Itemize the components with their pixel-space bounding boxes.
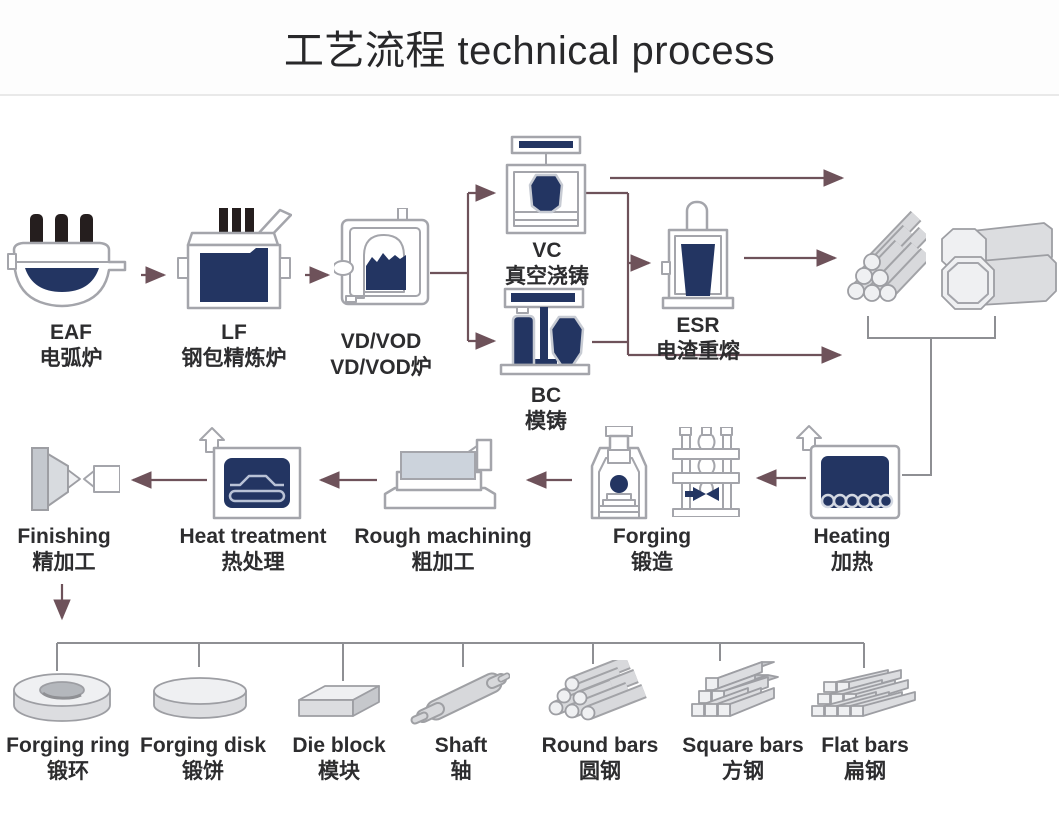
label-square-bars: Square bars 方钢 <box>678 733 808 784</box>
label-lf-en: LF <box>221 321 247 344</box>
label-forging-zh: 锻造 <box>631 550 673 574</box>
label-flat-bars-en: Flat bars <box>821 734 909 757</box>
vacuum-degasser-icon <box>334 208 434 312</box>
bottom-mold-casting-icon <box>497 287 593 379</box>
label-vdvod-zh: VD/VOD炉 <box>330 355 432 379</box>
title-divider <box>0 94 1059 96</box>
label-eaf-zh: 电弧炉 <box>39 346 103 370</box>
label-forging: Forging 锻造 <box>590 524 714 575</box>
label-round-bars-zh: 圆钢 <box>579 759 621 783</box>
label-forging-ring: Forging ring 锻环 <box>0 733 136 784</box>
label-round-bars-en: Round bars <box>541 734 659 757</box>
page-title: 工艺流程 technical process <box>283 29 776 73</box>
label-finishing-en: Finishing <box>17 525 111 548</box>
label-shaft-en: Shaft <box>434 734 488 757</box>
bar <box>847 210 926 302</box>
label-heat-treatment: Heat treatment 热处理 <box>158 524 348 575</box>
electroslag-remelting-icon <box>659 200 737 312</box>
heating-furnace-icon <box>793 424 905 524</box>
label-lf-zh: 钢包精炼炉 <box>181 346 287 370</box>
label-heating-en: Heating <box>813 525 891 548</box>
label-flat-bars-zh: 扁钢 <box>844 759 886 783</box>
label-esr-zh: 电渣重熔 <box>656 339 740 363</box>
label-bc: BC 模铸 <box>486 383 606 434</box>
label-forging-disk-zh: 锻饼 <box>182 759 224 783</box>
label-die-block: Die block 模块 <box>279 733 399 784</box>
square-bars-icon <box>688 660 780 720</box>
label-bc-en: BC <box>530 384 562 407</box>
label-forging-ring-zh: 锻环 <box>47 759 89 783</box>
shaft-icon <box>408 664 510 726</box>
label-die-block-en: Die block <box>292 734 386 757</box>
label-shaft-zh: 轴 <box>450 759 472 783</box>
label-eaf-en: EAF <box>50 321 92 344</box>
label-rough-machining-en: Rough machining <box>354 525 532 548</box>
label-round-bars: Round bars 圆钢 <box>538 733 662 784</box>
electric-arc-furnace-icon <box>6 204 136 314</box>
label-square-bars-en: Square bars <box>682 734 804 757</box>
label-finishing: Finishing 精加工 <box>2 524 126 575</box>
label-vc: VC 真空浇铸 <box>487 238 607 289</box>
label-rough-machining-zh: 粗加工 <box>411 550 475 574</box>
label-heat-treatment-en: Heat treatment <box>179 525 327 548</box>
label-vc-zh: 真空浇铸 <box>505 264 589 288</box>
label-forging-disk: Forging disk 锻饼 <box>135 733 271 784</box>
label-die-block-zh: 模块 <box>318 759 360 783</box>
label-finishing-zh: 精加工 <box>32 550 96 574</box>
label-heat-treatment-zh: 热处理 <box>221 550 285 574</box>
hydraulic-press-icon <box>671 427 741 517</box>
label-eaf: EAF 电弧炉 <box>11 320 131 371</box>
label-vdvod: VD/VOD VD/VOD炉 <box>301 329 461 380</box>
label-vdvod-en: VD/VOD <box>340 330 422 353</box>
label-heating: Heating 加热 <box>792 524 912 575</box>
forging-ring-icon <box>10 668 114 726</box>
label-rough-machining: Rough machining 粗加工 <box>343 524 543 575</box>
round-bars-icon <box>542 660 654 724</box>
label-forging-disk-en: Forging disk <box>140 734 266 757</box>
label-lf: LF 钢包精炼炉 <box>154 320 314 371</box>
label-shaft: Shaft 轴 <box>409 733 513 784</box>
label-esr: ESR 电渣重熔 <box>628 313 768 364</box>
label-forging-ring-en: Forging ring <box>6 734 130 757</box>
vacuum-casting-chamber-icon <box>504 135 588 235</box>
label-flat-bars: Flat bars 扁钢 <box>806 733 924 784</box>
label-forging-en: Forging <box>612 525 692 548</box>
machining-spindle-icon <box>28 446 120 514</box>
forging-disk-icon <box>151 674 249 722</box>
branch-vdvod <box>430 193 470 341</box>
label-square-bars-zh: 方钢 <box>722 759 764 783</box>
title-bar: 工艺流程 technical process <box>0 0 1059 94</box>
label-heating-zh: 加热 <box>831 550 873 574</box>
flat-bars-icon <box>810 668 924 720</box>
ladle-furnace-icon <box>176 206 292 318</box>
lathe-icon <box>383 432 497 510</box>
label-bc-zh: 模铸 <box>525 409 567 433</box>
bracket-bars-ingots <box>867 316 996 339</box>
round-bar-bundle-icon <box>840 205 926 305</box>
heat-treatment-furnace-icon <box>196 426 306 522</box>
drop-to-heating <box>902 338 932 476</box>
label-esr-en: ESR <box>676 314 720 337</box>
die-block-icon <box>293 678 385 722</box>
label-vc-en: VC <box>532 239 562 262</box>
forging-press-icon <box>584 426 652 520</box>
octagonal-ingots-icon <box>928 213 1058 317</box>
